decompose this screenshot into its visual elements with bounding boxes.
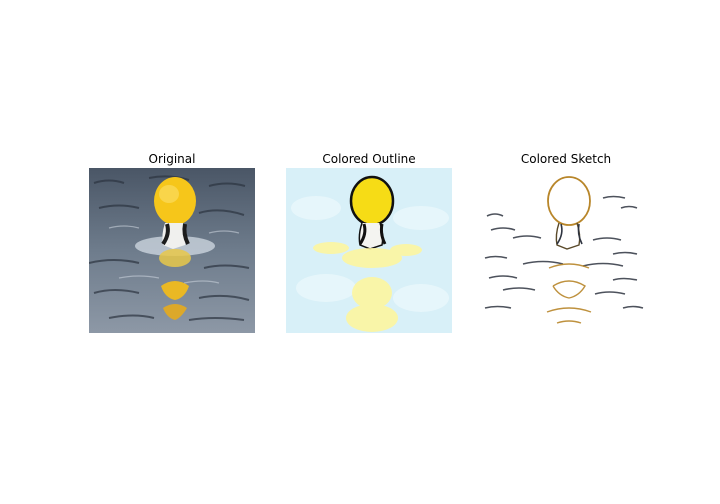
colored-sketch-image [483, 168, 649, 333]
panel-title-colored-sketch: Colored Sketch [520, 152, 612, 166]
panel-title-original: Original [148, 152, 196, 166]
panel-title-colored-outline: Colored Outline [322, 152, 416, 166]
panel-colored-sketch: Colored Sketch [483, 150, 649, 333]
panel-original: Original [89, 150, 255, 333]
colored-outline-image [286, 168, 452, 333]
original-photo [89, 168, 255, 333]
panel-colored-outline: Colored Outline [286, 150, 452, 333]
